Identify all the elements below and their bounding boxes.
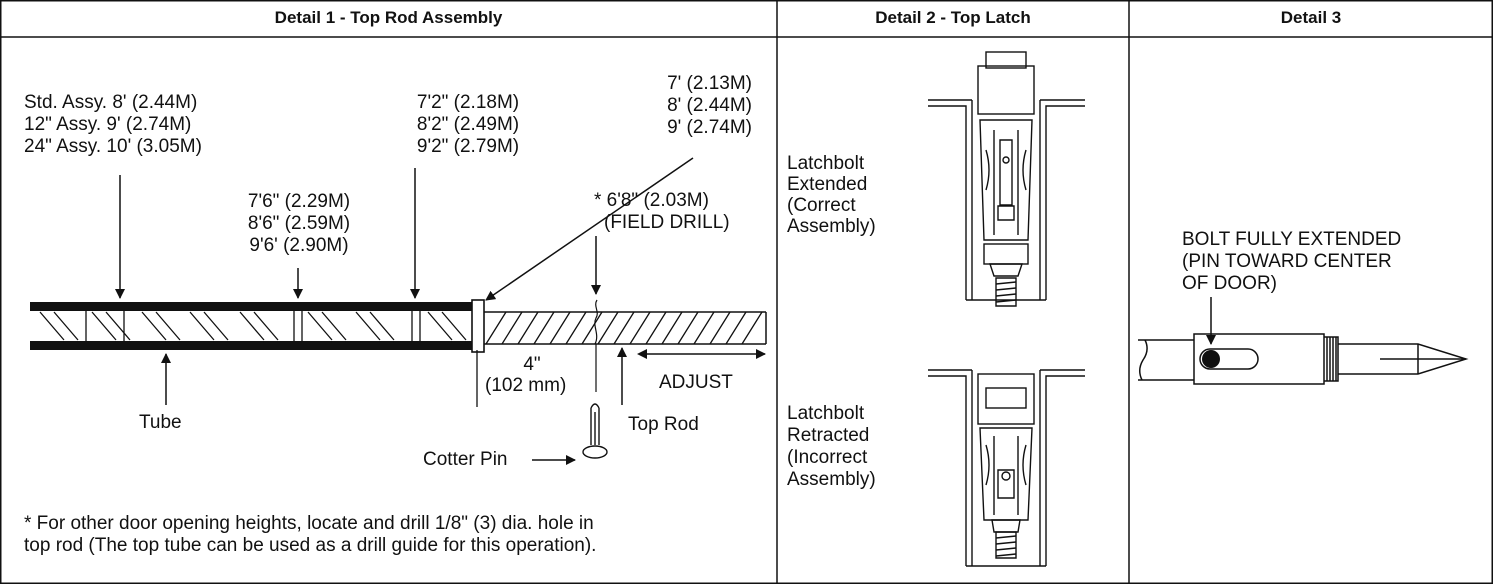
tube-label: Tube	[139, 412, 182, 433]
dimension-mm-label: (102 mm)	[485, 375, 567, 396]
top-height-line: 9' (2.74M)	[667, 117, 752, 138]
bolt-drawing	[1138, 297, 1469, 385]
retracted-line: Assembly)	[787, 469, 876, 490]
std-assembly-line: Std. Assy. 8' (2.44M)	[24, 92, 198, 113]
mid-height-line: 8'6" (2.59M)	[247, 213, 351, 234]
retracted-line: Retracted	[787, 425, 870, 446]
std-assembly-line: 24" Assy. 10' (3.05M)	[24, 136, 202, 157]
extended-line: Extended	[787, 174, 868, 195]
retracted-line: Latchbolt	[787, 403, 865, 424]
adjust-label: ADJUST	[659, 372, 733, 393]
drill-note-line: * For other door opening heights, locate…	[24, 513, 594, 534]
std-assembly-line: 12" Assy. 9' (2.74M)	[24, 114, 192, 135]
detail2-header: Detail 2 - Top Latch	[875, 8, 1031, 27]
upper-height-line: 9'2" (2.79M)	[416, 136, 520, 157]
bolt-note-line: BOLT FULLY EXTENDED	[1182, 229, 1402, 250]
extended-line: (Correct	[787, 195, 856, 216]
field-drill-line: (FIELD DRILL)	[604, 212, 730, 233]
latch-retracted-drawing	[928, 369, 1085, 567]
cotter-pin-label: Cotter Pin	[423, 449, 508, 470]
sleeve-ring	[471, 299, 485, 353]
extended-line: Latchbolt	[787, 153, 865, 174]
field-drill-line: * 6'8" (2.03M)	[594, 190, 709, 211]
top-rod-label: Top Rod	[628, 414, 699, 435]
latch-extended-drawing	[928, 51, 1085, 307]
callout-arrows	[115, 157, 766, 465]
extended-line: Assembly)	[787, 216, 876, 237]
upper-height-line: 8'2" (2.49M)	[416, 114, 520, 135]
retracted-line: (Incorrect	[787, 447, 868, 468]
top-height-line: 8' (2.44M)	[667, 95, 752, 116]
top-height-line: 7' (2.13M)	[667, 73, 752, 94]
top-rod-drawing	[484, 299, 767, 392]
bolt-note-line: (PIN TOWARD CENTER	[1182, 251, 1392, 272]
detail1-header: Detail 1 - Top Rod Assembly	[274, 8, 503, 27]
dimension-inch-label: 4"	[523, 354, 541, 375]
mid-height-line: 7'6" (2.29M)	[247, 191, 351, 212]
detail3-header: Detail 3	[1280, 8, 1342, 27]
mid-height-line: 9'6' (2.90M)	[249, 235, 349, 256]
cotter-pin-drawing	[582, 403, 608, 459]
drill-note-line: top rod (The top tube can be used as a d…	[24, 535, 597, 556]
upper-height-line: 7'2" (2.18M)	[416, 92, 520, 113]
bolt-note-line: OF DOOR)	[1182, 273, 1277, 294]
tube-drawing	[30, 302, 476, 350]
